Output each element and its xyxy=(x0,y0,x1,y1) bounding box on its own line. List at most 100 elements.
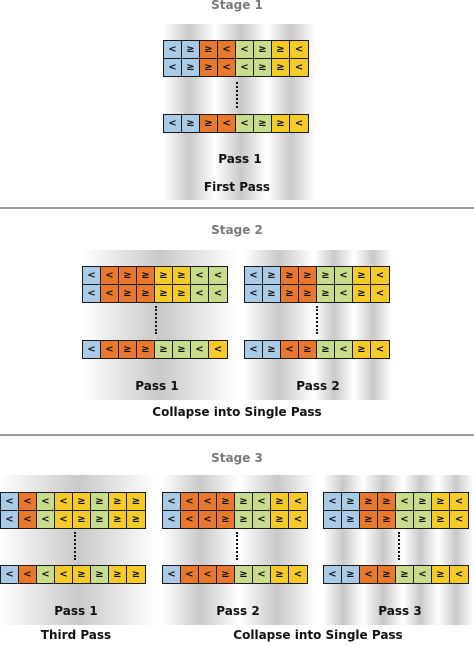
stage3-right-row-final: <≥<≥≥<≥< xyxy=(323,565,469,584)
element-cell: ≥ xyxy=(73,566,91,583)
element-cell: ≥ xyxy=(317,285,335,302)
element-cell: < xyxy=(253,493,271,510)
element-cell: < xyxy=(83,285,101,302)
element-cell: < xyxy=(245,285,263,302)
stage-divider-1 xyxy=(0,207,474,209)
element-cell: < xyxy=(83,341,101,358)
element-cell: ≥ xyxy=(317,341,335,358)
stage3-right-row-1: <≥≥≥<≥≥< xyxy=(323,492,469,511)
element-cell: < xyxy=(335,285,353,302)
stage2-left-row-1: <<≥≥≥≥<< xyxy=(82,266,228,285)
element-cell: ≥ xyxy=(127,511,145,528)
stage3-mid-row-2: <<<≥≥<≥< xyxy=(162,510,308,529)
stage1-row-2: <≥≥<<≥≥< xyxy=(163,58,309,77)
element-cell: < xyxy=(245,341,263,358)
element-cell: ≥ xyxy=(235,566,253,583)
element-cell: ≥ xyxy=(155,285,173,302)
element-cell: ≥ xyxy=(342,493,360,510)
element-cell: ≥ xyxy=(109,566,127,583)
stage-divider-2 xyxy=(0,434,474,436)
element-cell: < xyxy=(290,59,308,76)
element-cell: ≥ xyxy=(91,566,109,583)
element-cell: < xyxy=(253,511,271,528)
element-cell: < xyxy=(450,493,468,510)
element-cell: ≥ xyxy=(173,285,191,302)
element-cell: ≥ xyxy=(432,566,450,583)
element-cell: ≥ xyxy=(342,511,360,528)
stage1-row-final: <≥≥<<≥≥< xyxy=(163,114,309,133)
stage2-pass1-label: Pass 1 xyxy=(135,379,179,393)
element-cell: ≥ xyxy=(127,566,145,583)
element-cell: ≥ xyxy=(217,493,235,510)
element-cell: ≥ xyxy=(200,59,218,76)
element-cell: ≥ xyxy=(299,341,317,358)
element-cell: ≥ xyxy=(73,511,91,528)
stage1-ellipsis xyxy=(236,82,238,108)
element-cell: ≥ xyxy=(378,566,396,583)
element-cell: < xyxy=(19,511,37,528)
element-cell: ≥ xyxy=(200,115,218,132)
element-cell: ≥ xyxy=(119,267,137,284)
element-cell: ≥ xyxy=(182,115,200,132)
element-cell: < xyxy=(324,566,342,583)
stage1-title: Stage 1 xyxy=(211,0,263,12)
element-cell: ≥ xyxy=(353,341,371,358)
element-cell: ≥ xyxy=(254,115,272,132)
element-cell: ≥ xyxy=(235,493,253,510)
element-cell: < xyxy=(209,285,227,302)
stage1-caption: First Pass xyxy=(203,180,271,194)
element-cell: < xyxy=(290,115,308,132)
element-cell: ≥ xyxy=(263,341,281,358)
element-cell: ≥ xyxy=(217,511,235,528)
element-cell: ≥ xyxy=(414,493,432,510)
element-cell: ≥ xyxy=(200,41,218,58)
element-cell: ≥ xyxy=(353,285,371,302)
stage3-right-row-2: <≥≥≥<≥≥< xyxy=(323,510,469,529)
element-cell: ≥ xyxy=(271,493,289,510)
element-cell: ≥ xyxy=(271,511,289,528)
element-cell: < xyxy=(163,566,181,583)
element-cell: < xyxy=(290,41,308,58)
element-cell: ≥ xyxy=(91,511,109,528)
element-cell: < xyxy=(1,493,19,510)
stage2-pass2-label: Pass 2 xyxy=(296,379,340,393)
stage2-left-row-2: <<≥≥≥≥<< xyxy=(82,284,228,303)
element-cell: ≥ xyxy=(91,493,109,510)
stage2-left-row-final: <<≥≥≥≥<< xyxy=(82,340,228,359)
element-cell: < xyxy=(414,566,432,583)
stage3-caption-third-pass: Third Pass xyxy=(40,628,112,642)
element-cell: < xyxy=(83,267,101,284)
stage3-left-row-1: <<<<≥≥≥≥ xyxy=(0,492,146,511)
element-cell: < xyxy=(245,267,263,284)
element-cell: < xyxy=(199,511,217,528)
element-cell: ≥ xyxy=(396,566,414,583)
element-cell: ≥ xyxy=(432,511,450,528)
stage2-caption: Collapse into Single Pass xyxy=(152,405,322,419)
element-cell: < xyxy=(396,511,414,528)
element-cell: < xyxy=(218,41,236,58)
element-cell: ≥ xyxy=(360,511,378,528)
element-cell: ≥ xyxy=(432,493,450,510)
element-cell: ≥ xyxy=(137,341,155,358)
element-cell: ≥ xyxy=(272,115,290,132)
element-cell: ≥ xyxy=(272,41,290,58)
element-cell: < xyxy=(181,493,199,510)
element-cell: < xyxy=(209,341,227,358)
stage3-left-row-2: <<<<≥≥≥≥ xyxy=(0,510,146,529)
element-cell: < xyxy=(218,115,236,132)
element-cell: < xyxy=(236,59,254,76)
element-cell: < xyxy=(37,493,55,510)
stage3-right-ellipsis xyxy=(398,532,400,560)
element-cell: < xyxy=(191,285,209,302)
element-cell: ≥ xyxy=(182,41,200,58)
element-cell: ≥ xyxy=(109,511,127,528)
stage3-mid-row-final: <<<≥≥<≥< xyxy=(162,565,308,584)
element-cell: < xyxy=(181,566,199,583)
element-cell: < xyxy=(19,566,37,583)
element-cell: < xyxy=(450,511,468,528)
element-cell: < xyxy=(101,341,119,358)
element-cell: ≥ xyxy=(217,566,235,583)
element-cell: < xyxy=(396,493,414,510)
element-cell: ≥ xyxy=(109,493,127,510)
stage3-title: Stage 3 xyxy=(211,451,263,465)
